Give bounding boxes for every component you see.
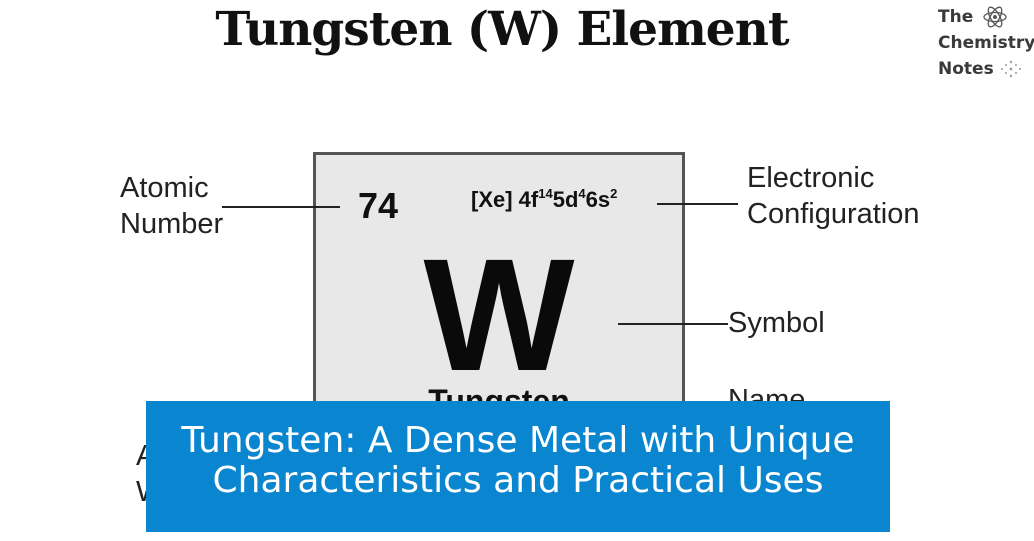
label-electronic-configuration: Electronic Configuration — [747, 160, 920, 232]
label-atomic-number: Atomic Number — [120, 170, 223, 242]
label-electronic-line-1: Electronic — [747, 162, 875, 194]
atomic-number-value: 74 — [358, 185, 399, 226]
sparkle-icon — [1001, 60, 1021, 78]
label-electronic-line-2: Configuration — [747, 198, 920, 230]
leader-symbol — [618, 323, 728, 325]
caption-text: Tungsten: A Dense Metal with Unique Char… — [181, 420, 855, 501]
logo-line-3: Notes — [938, 59, 994, 79]
electron-configuration-value: [Xe] 4f145d46s2 — [471, 186, 617, 213]
logo-line-2: Chemistry — [938, 33, 1034, 53]
label-atomic-number-line-2: Number — [120, 208, 224, 240]
label-atomic-number-line-1: Atomic — [120, 172, 209, 204]
logo-line-1: The — [938, 7, 974, 27]
leader-electronic-configuration — [657, 203, 738, 205]
config-mid-1: 5d — [552, 187, 579, 212]
logo: The Chemistry Notes — [938, 4, 1034, 84]
leader-atomic-number — [222, 206, 340, 208]
config-sup-3: 2 — [610, 186, 618, 201]
config-sup-1: 14 — [538, 186, 553, 201]
config-mid-2: 6s — [585, 187, 611, 212]
label-symbol: Symbol — [728, 307, 825, 339]
logo-text: The Chemistry Notes — [938, 4, 1034, 82]
caption-banner: Tungsten: A Dense Metal with Unique Char… — [146, 401, 890, 532]
element-symbol: W — [423, 225, 575, 404]
atom-icon — [983, 6, 1007, 28]
page-title: Tungsten (W) Element — [215, 2, 789, 57]
config-sup-2: 4 — [578, 186, 586, 201]
config-prefix: [Xe] 4f — [471, 187, 539, 212]
